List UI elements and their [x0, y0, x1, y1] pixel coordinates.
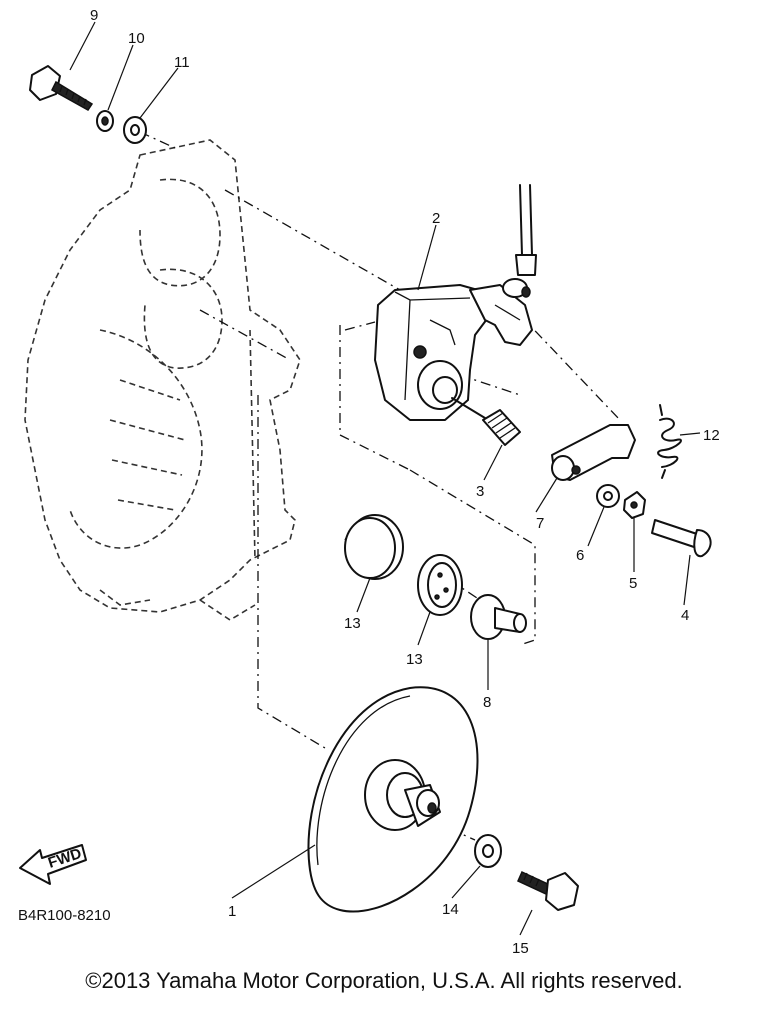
callout-15: 15: [512, 940, 529, 957]
callout-13b: 13: [406, 651, 423, 668]
spring-12: [657, 404, 682, 479]
forward-direction-arrow: FWD: [19, 844, 87, 885]
spring-pin-3: [451, 397, 521, 446]
lever-arm-7: [551, 424, 636, 481]
figure-code: B4R100-8210: [18, 907, 111, 924]
callout-2: 2: [432, 210, 440, 227]
callout-4: 4: [681, 607, 689, 624]
collar-8: [470, 594, 527, 640]
crankcase-housing-outline: [24, 139, 301, 621]
callout-numbers: 9 10 11 2 12 3 7 6 5 4 13 13 8 1 14 15: [90, 7, 720, 957]
copyright-notice: ©2013 Yamaha Motor Corporation, U.S.A. A…: [85, 968, 683, 993]
bolt-4: [651, 519, 712, 558]
flange-bolt-15: [517, 870, 579, 911]
callout-7: 7: [536, 515, 544, 532]
callout-6: 6: [576, 547, 584, 564]
primary-sheave-1: [307, 686, 479, 913]
callout-3: 3: [476, 483, 484, 500]
callout-9: 9: [90, 7, 98, 24]
exploded-parts-diagram: FWD B4R100-8210 9 10 11 2 12 3 7 6 5 4 1…: [18, 7, 720, 957]
lever-bracket-2: [374, 184, 537, 421]
washer-6: [596, 484, 620, 508]
callout-8: 8: [483, 694, 491, 711]
washer-11: [123, 116, 147, 144]
lock-washer-10: [96, 110, 114, 132]
nut-5: [623, 491, 646, 519]
callout-13a: 13: [344, 615, 361, 632]
rubber-plug-13b: [417, 554, 463, 616]
callout-11: 11: [174, 54, 190, 71]
callout-leaders: [69, 21, 701, 936]
washer-14: [474, 834, 502, 868]
callout-1: 1: [228, 903, 236, 920]
callout-12: 12: [703, 427, 720, 444]
rubber-plug-13a: [344, 514, 404, 580]
bolt-9: [29, 65, 94, 111]
callout-14: 14: [442, 901, 459, 918]
callout-10: 10: [128, 30, 145, 47]
callout-5: 5: [629, 575, 637, 592]
